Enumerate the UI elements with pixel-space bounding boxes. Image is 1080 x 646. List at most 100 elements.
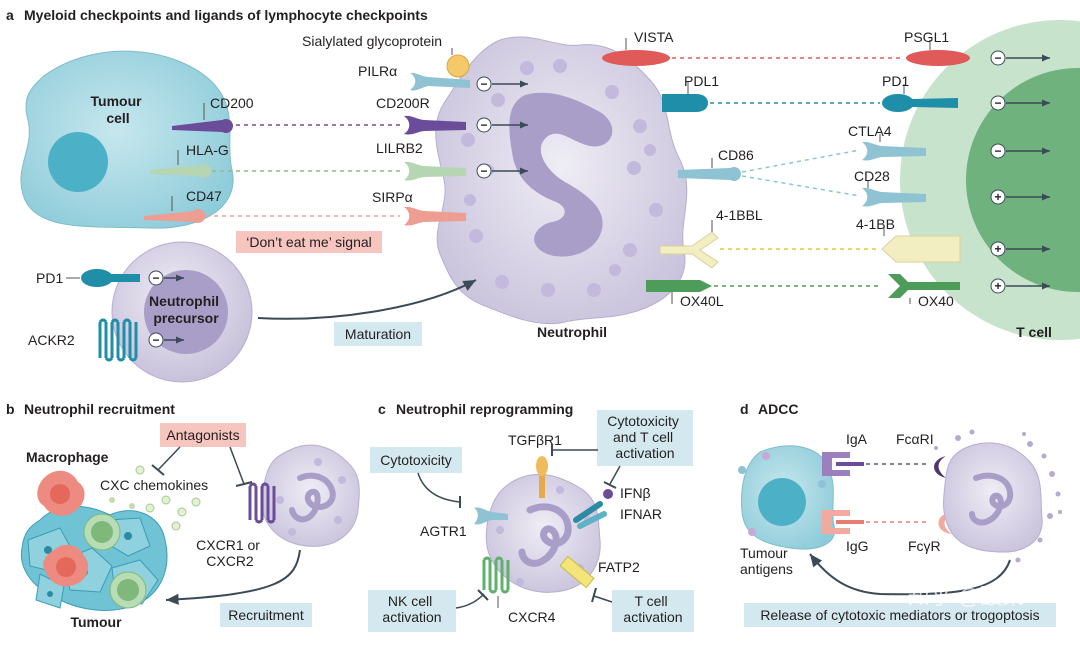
ifnar-receptor: IFNβ IFNAR <box>573 485 662 529</box>
neutrophil-nucleus <box>509 92 613 257</box>
precursor-label-line2: precursor <box>153 310 219 326</box>
fcari-label: FcαRI <box>896 431 934 447</box>
chemokines-label: CXC chemokines <box>100 477 208 493</box>
vista-label: VISTA <box>634 29 674 45</box>
cytotox-tcell-line2: and T cell <box>613 429 673 445</box>
tcell-act-box <box>612 590 694 632</box>
cxcr4-label: CXCR4 <box>508 609 556 625</box>
cd47-ligand: CD47 <box>144 188 222 223</box>
nk-line2: activation <box>382 609 441 625</box>
panel-b: b Neutrophil recruitment Antagonists Mac… <box>6 401 360 630</box>
fatp2-label: FATP2 <box>598 559 640 575</box>
release-arrow <box>809 553 1011 596</box>
cytotoxic-granules <box>934 429 1062 563</box>
igg-label: IgG <box>846 538 869 554</box>
cxcr-label-line1: CXCR1 or <box>196 537 260 553</box>
tumour-d-nucleus <box>758 478 806 526</box>
panel-d-letter: d <box>740 401 749 417</box>
tcell-act-label: T cell activation <box>623 593 682 625</box>
antagonists-label: Antagonists <box>166 427 239 443</box>
tgfbr1-receptor: TGFβR1 <box>508 432 562 498</box>
ifnb-label: IFNβ <box>620 485 651 501</box>
maturation-label: Maturation <box>345 326 411 342</box>
ox40-sign: + <box>994 279 1001 293</box>
pdl1-label: PDL1 <box>684 73 719 89</box>
agtr1-label: AGTR1 <box>420 523 467 539</box>
cd200r-label: CD200R <box>376 95 430 111</box>
pd1-precursor-label: PD1 <box>36 270 63 286</box>
panel-a-title: Myeloid checkpoints and ligands of lymph… <box>24 7 428 23</box>
panel-c-letter: c <box>378 401 386 417</box>
ctla4-receptor: CTLA4 − <box>848 123 1050 161</box>
agtr1-receptor: AGTR1 <box>420 507 508 539</box>
recruitment-box <box>220 603 312 627</box>
fatp2-receptor: FATP2 <box>559 555 640 589</box>
41bbl-ligand: 4-1BBL <box>659 207 763 269</box>
psgl1-receptor: PSGL1 − <box>904 29 1050 66</box>
nk-label: NK cell activation <box>382 593 441 625</box>
psgl1-sign: − <box>994 51 1001 65</box>
pd1-tcell-sign: − <box>994 96 1001 110</box>
lilrb2-receptor: LILRB2 − <box>376 140 528 181</box>
cxcr-label: CXCR1 or CXCR2 <box>196 537 264 569</box>
ox40-receptor: OX40 + <box>888 274 1050 309</box>
cytotox-tcell-label: Cytotoxicity and T cell activation <box>607 413 682 461</box>
nk-line1: NK cell <box>388 593 432 609</box>
cd47-label: CD47 <box>186 188 222 204</box>
panel-d-title: ADCC <box>758 401 798 417</box>
41bb-receptor: 4-1BB + <box>856 216 1050 263</box>
maturation-arrow <box>257 279 477 320</box>
cytotox-tcell-box <box>597 410 693 466</box>
cxcr4-receptor: CXCR4 <box>482 556 556 625</box>
fcgr-label: FcγR <box>908 538 941 554</box>
ackr2-label: ACKR2 <box>28 332 75 348</box>
tumour-cluster <box>20 470 168 611</box>
lilrb2-sign: − <box>480 164 487 178</box>
tcell-act-line2: activation <box>623 609 682 625</box>
dont-eat-me-box <box>236 231 382 253</box>
recruitment-arrow <box>165 549 301 605</box>
41bbl-label: 4-1BBL <box>716 207 763 223</box>
pd1-tcell-label: PD1 <box>882 73 909 89</box>
ox40-label: OX40 <box>918 293 954 309</box>
lilrb2-label: LILRB2 <box>376 140 423 156</box>
tumour-cell-label-line1: Tumour <box>91 93 143 109</box>
sirpa-label: SIRPα <box>372 189 413 205</box>
ctla4-label: CTLA4 <box>848 123 892 139</box>
nk-box <box>368 590 456 632</box>
pilra-receptor: PILRα − <box>358 63 528 92</box>
tumour-antigens-label: Tumour antigens <box>740 545 793 577</box>
precursor-label: Neutrophil precursor <box>149 293 223 326</box>
cd28-label: CD28 <box>854 168 890 184</box>
cd28-sign: + <box>994 190 1001 204</box>
tcell-act-line1: T cell <box>634 593 667 609</box>
iga-antibody: IgA <box>822 431 868 476</box>
cxcr-label-line2: CXCR2 <box>206 553 254 569</box>
panel-b-letter: b <box>6 401 15 417</box>
cd200-label: CD200 <box>210 95 254 111</box>
tcell-label: T cell <box>1016 324 1052 340</box>
tgfbr1-label: TGFβR1 <box>508 432 562 448</box>
ifnb-molecule <box>603 489 613 499</box>
fcari-receptor <box>934 456 946 478</box>
cd200r-receptor: CD200R − <box>376 95 528 135</box>
panel-d: d ADCC Tumour antigens IgA FcαRI <box>738 401 1062 627</box>
iga-label: IgA <box>846 431 868 447</box>
cytotox-tcell-line3: activation <box>615 445 674 461</box>
sialylated-label: Sialylated glycoprotein <box>302 33 442 49</box>
41bb-label: 4-1BB <box>856 216 895 232</box>
hlag-ligand: HLA-G <box>150 142 229 178</box>
psgl1-label: PSGL1 <box>904 29 949 45</box>
pilra-sign: − <box>480 77 487 91</box>
hlag-label: HLA-G <box>186 142 229 158</box>
tcell-nucleus <box>966 68 1080 292</box>
maturation-box <box>334 322 422 346</box>
tumour-cell-label: Tumour cell <box>91 93 146 126</box>
ox40l-label: OX40L <box>680 293 724 309</box>
tumour-antigens-line2: antigens <box>740 561 793 577</box>
panel-b-title: Neutrophil recruitment <box>24 401 175 417</box>
tumour-label-b: Tumour <box>70 614 122 630</box>
sirpa-receptor: SIRPα <box>372 189 466 226</box>
panel-c: c Neutrophil reprogramming Cytotoxicity … <box>368 401 694 632</box>
